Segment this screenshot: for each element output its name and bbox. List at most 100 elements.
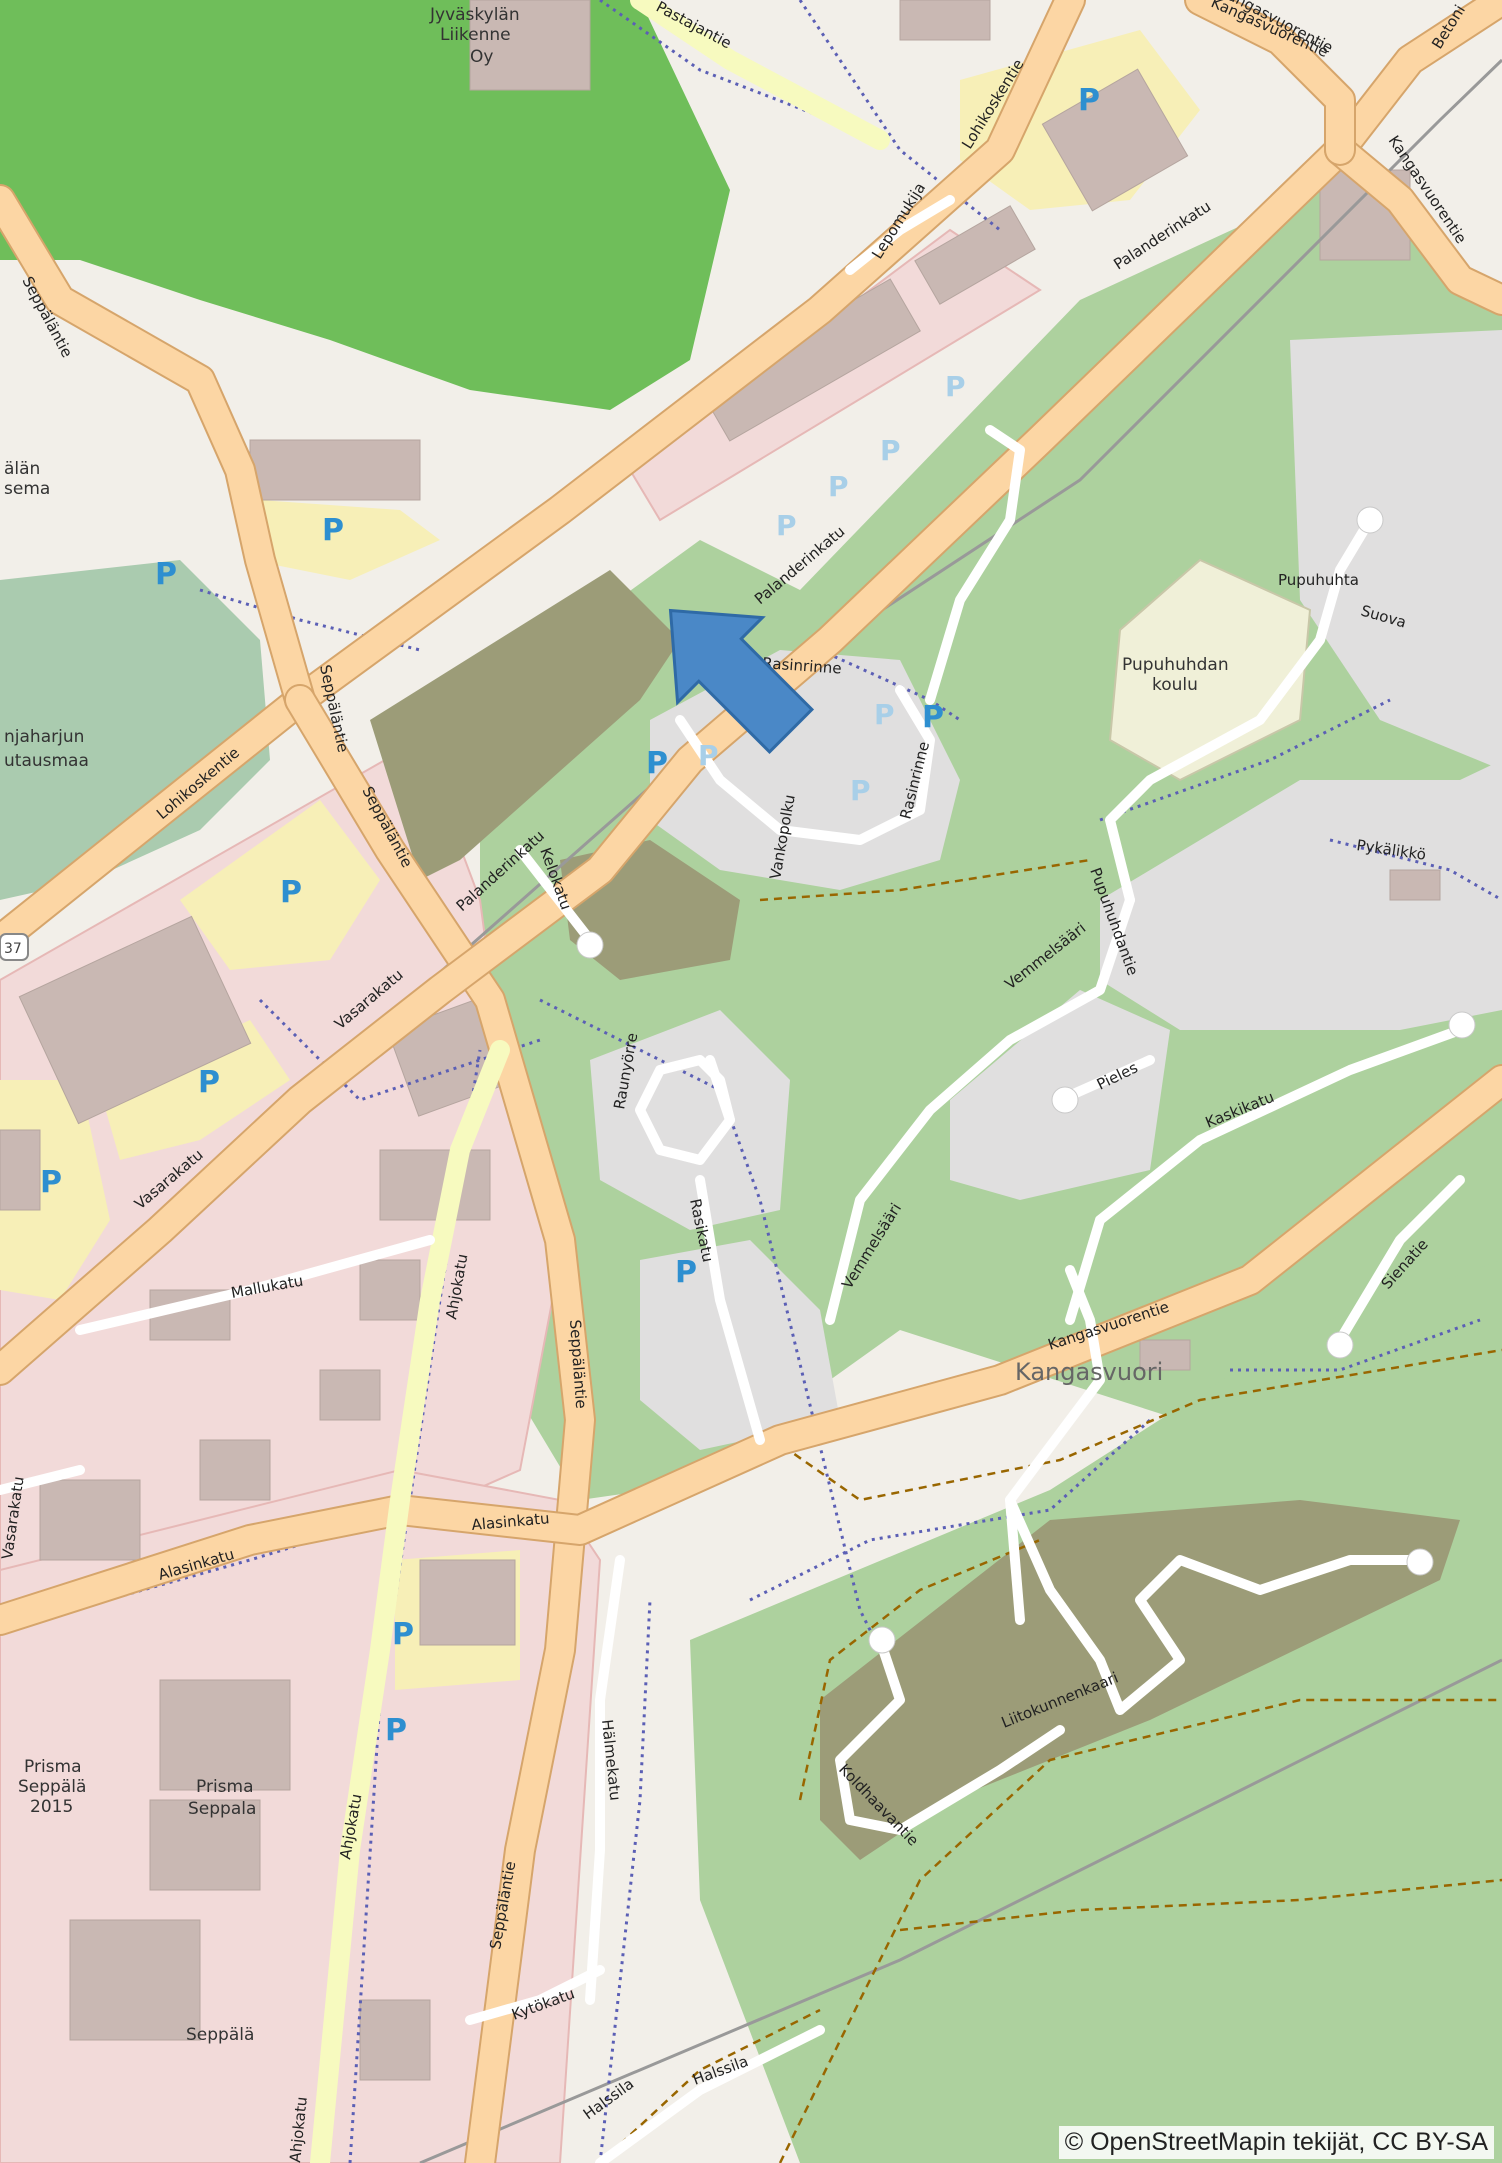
building	[199, 1439, 271, 1501]
scrub-area-southeast	[820, 1500, 1460, 1860]
building	[914, 205, 1036, 305]
place-label: Jyväskylän	[429, 5, 520, 25]
building	[1139, 1339, 1191, 1371]
road-halssila	[595, 2025, 825, 2163]
route-shield: 37	[0, 933, 29, 961]
track	[798, 1538, 1041, 1801]
building	[1041, 68, 1189, 212]
road-halmekatu	[585, 1555, 625, 2005]
place-labels: Jyväskylän Liikenne Oy älän sema njaharj…	[4, 5, 1229, 2045]
building	[69, 1919, 201, 2041]
parking-icon: P	[850, 774, 871, 807]
place-label: 2015	[30, 1797, 73, 1817]
residential-area-rasikatu	[640, 1240, 840, 1450]
building	[0, 1129, 41, 1211]
road-raunyorre-link	[705, 1055, 735, 1125]
parking-icon: P	[776, 509, 797, 542]
place-label: Seppälä	[18, 1777, 86, 1797]
secondary-road-layer	[310, 0, 890, 2163]
building	[359, 1259, 421, 1321]
place-label: sema	[4, 479, 50, 499]
parking-icon: P	[155, 557, 177, 592]
minor-road-layer	[0, 195, 1465, 2163]
building-layer	[0, 0, 1441, 2081]
parking-icon: P	[922, 700, 944, 735]
parking-icon: P	[198, 1065, 220, 1100]
parking-icon: P	[646, 746, 668, 781]
track	[899, 1878, 1502, 1932]
building	[319, 1369, 381, 1421]
parking-icon: P	[322, 513, 344, 548]
turning-circles	[576, 506, 1476, 1654]
road-rasinrinne	[675, 685, 935, 845]
road-kytokatu	[465, 1965, 605, 2025]
building	[159, 1679, 291, 1791]
parking-icon: P	[280, 875, 302, 910]
parking-icon: P	[385, 1713, 407, 1748]
place-label: älän	[4, 459, 40, 479]
building	[419, 1559, 516, 1646]
road-rasikatu	[695, 1175, 765, 1445]
building	[1389, 869, 1441, 901]
road-seppalantie-north	[0, 186, 314, 714]
footway	[599, 0, 831, 122]
road-alasinkatu-kangasvuorentie	[0, 1066, 1502, 1634]
place-label: Seppälä	[186, 2025, 254, 2045]
road-kangasvuorentie-north	[1326, 136, 1502, 314]
road-palanderinkatu	[0, 0, 1502, 1384]
road-seppalantie	[286, 686, 594, 2163]
road-pupuhuhdantie	[1105, 515, 1375, 905]
parking-icon: P	[945, 370, 966, 403]
parking-area-vasarakatu	[100, 1020, 290, 1160]
building	[469, 0, 591, 91]
road-koldhaavantie	[835, 1635, 1065, 1835]
footway	[1230, 1318, 1481, 1372]
road-rasinrinne-east	[925, 425, 1025, 705]
direction-arrow-icon	[668, 608, 815, 755]
place-label: Pupuhuhdan	[1122, 655, 1229, 675]
area-label-kangasvuori: Kangasvuori	[1015, 1358, 1163, 1386]
road-kangasvuorentie-northwest	[1186, 0, 1354, 164]
road-kaskikatu-branch	[1065, 1215, 1105, 1325]
residential-area-east	[1290, 330, 1502, 770]
road-ahjokatu	[310, 1040, 510, 2163]
road-kaskikatu	[1095, 1025, 1465, 1225]
building	[18, 915, 252, 1125]
building	[899, 0, 991, 41]
cemetery-area	[0, 560, 270, 900]
building	[149, 1799, 261, 1891]
parking-icon: P	[880, 434, 901, 467]
footway	[798, 0, 1001, 232]
parking-icon: P	[828, 470, 849, 503]
parking-icon: P	[675, 1255, 697, 1290]
road-pastajantie	[630, 0, 890, 150]
place-label: Oy	[470, 47, 493, 67]
road-sienatie	[1335, 1175, 1465, 1345]
place-label: njaharjun	[4, 727, 84, 747]
footway	[749, 1418, 1152, 1602]
residential-area-pupuhuhta	[1100, 760, 1502, 1030]
track	[759, 1348, 1502, 1502]
parking-area-west	[180, 800, 380, 970]
road-liitokunnenkaari-loop	[1005, 1495, 1425, 1715]
parking-icon: P	[698, 739, 719, 772]
parking-symbols: P P P P P P P P P P P P P P P P P P	[40, 83, 1100, 1748]
place-label: koulu	[1152, 675, 1198, 695]
road-vasarakatu-branch	[0, 1465, 85, 1495]
residential-area-raunyorre	[590, 1010, 790, 1230]
place-label: Prisma	[196, 1777, 254, 1797]
parking-icon: P	[40, 1165, 62, 1200]
road-liitokunnenkaari	[1005, 1265, 1105, 1625]
place-label: Liikenne	[440, 25, 511, 45]
building	[379, 1149, 491, 1221]
arrow-shape	[668, 608, 815, 755]
road-mallukatu	[75, 1235, 435, 1335]
parking-icon: P	[392, 1617, 414, 1652]
building	[359, 1999, 431, 2081]
road-vemmelsaari	[825, 895, 1135, 1325]
scrub-area-center	[370, 570, 680, 880]
parking-icon: P	[1078, 83, 1100, 118]
